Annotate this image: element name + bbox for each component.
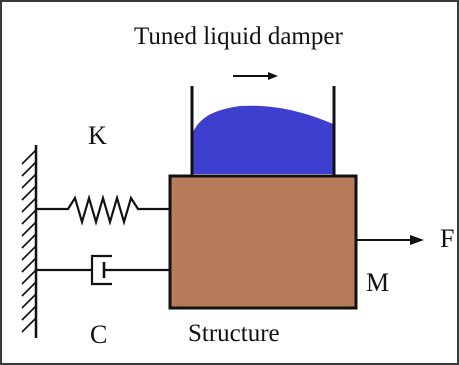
fixed-wall (21, 145, 38, 338)
spring-label: K (88, 121, 107, 150)
diagram-title: Tuned liquid damper (134, 23, 343, 50)
damper-label: C (90, 320, 108, 349)
liquid-tank (190, 86, 336, 176)
dashpot-damper (36, 254, 170, 286)
force-arrow-icon (356, 235, 424, 245)
liquid-sloshing (193, 105, 333, 174)
structure-block (168, 174, 358, 310)
spring (36, 194, 170, 226)
mass-label: M (366, 268, 390, 297)
structure-label: Structure (188, 320, 280, 347)
force-label: F (440, 224, 455, 253)
motion-arrow-icon (233, 72, 278, 80)
